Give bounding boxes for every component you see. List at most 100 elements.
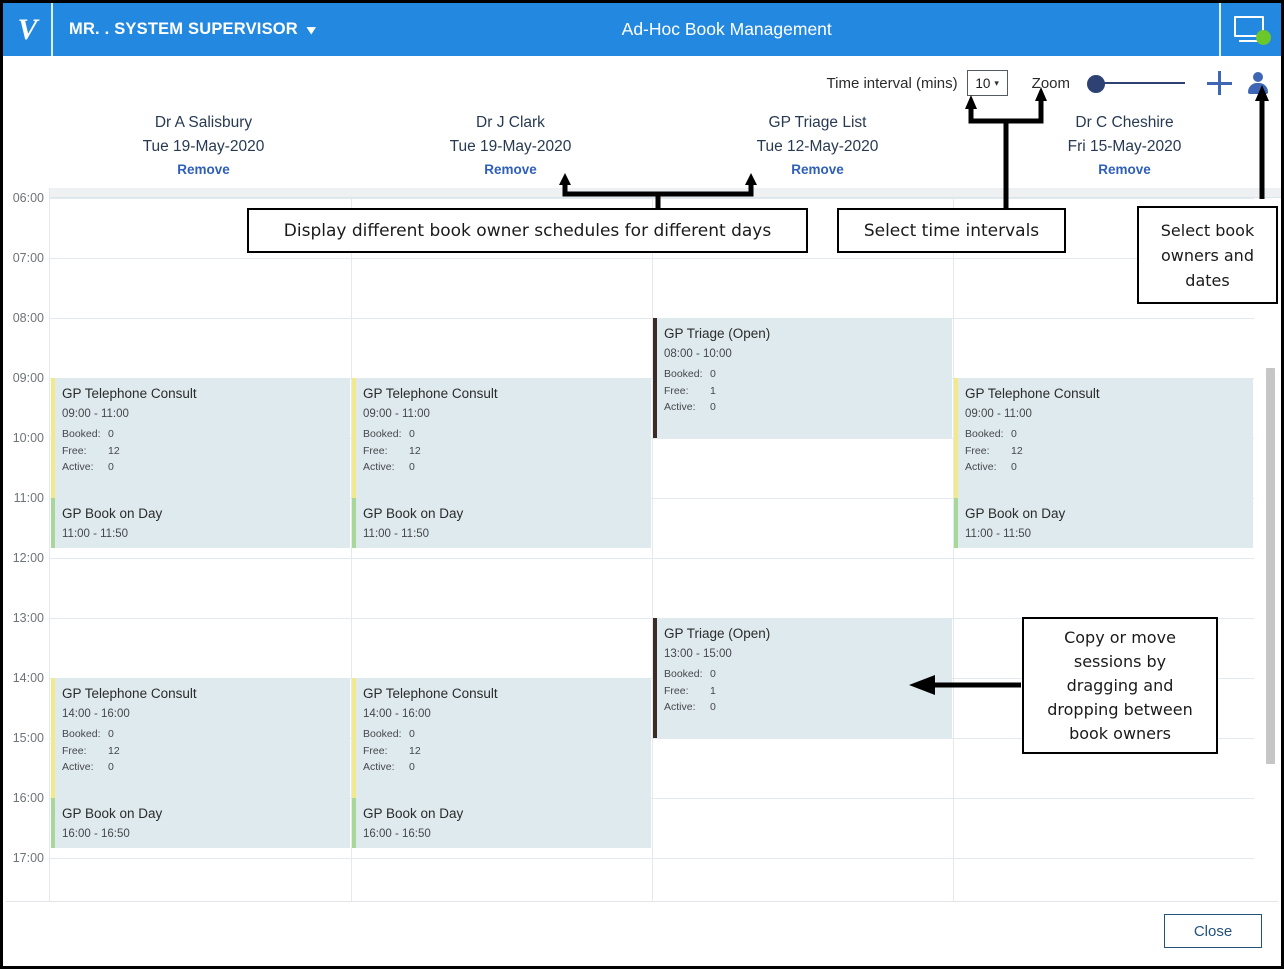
stat-key: Free:	[62, 444, 87, 457]
stat-value: 0	[409, 428, 415, 440]
close-button[interactable]: Close	[1164, 914, 1262, 948]
column-remove-link[interactable]: Remove	[1098, 162, 1151, 177]
time-label: 06:00	[12, 191, 44, 205]
session-stat-active: Active:0	[62, 459, 350, 476]
time-label: 10:00	[12, 431, 44, 445]
session-stat-free: Free: 12	[965, 443, 1253, 460]
session-type-bar	[954, 498, 958, 548]
time-interval-select[interactable]: 10 ▾	[966, 70, 1008, 96]
stat-value: 12	[1011, 444, 1023, 457]
session-title: GP Telephone Consult	[363, 386, 498, 401]
zoom-slider-track	[1097, 82, 1185, 84]
session-title: GP Book on Day	[965, 506, 1066, 521]
page-title: Ad-Hoc Book Management	[621, 19, 832, 39]
status-dot-icon	[1256, 29, 1271, 45]
session-type-bar	[653, 618, 657, 738]
time-label: 07:00	[12, 251, 44, 265]
session-time-range: 11:00 - 11:50	[62, 528, 129, 540]
stat-value: 0	[710, 668, 716, 680]
time-label: 15:00	[12, 731, 44, 745]
session-stat-free: Free:12	[363, 443, 651, 460]
stat-key: Active:	[363, 461, 395, 473]
user-menu[interactable]: MR. . SYSTEM SUPERVISOR ▾	[53, 20, 316, 39]
monitor-icon	[1234, 15, 1271, 45]
zoom-slider-handle[interactable]	[1087, 75, 1105, 93]
session-stat-booked: Booked:0	[363, 726, 651, 743]
dialog-footer: Close	[6, 901, 1278, 963]
stat-key: Active:	[965, 461, 997, 473]
stat-key: Active:	[664, 701, 696, 713]
session-stat-active: Active:0	[363, 459, 651, 476]
stat-key: Active:	[62, 761, 94, 773]
session-title: GP Book on Day	[62, 506, 163, 521]
stat-key: Booked:	[664, 368, 703, 380]
add-book-owner-button[interactable]	[1205, 68, 1235, 98]
session-stat-free: Free:12	[62, 743, 350, 760]
zoom-slider[interactable]	[1087, 72, 1185, 94]
time-label: 17:00	[12, 851, 44, 865]
session-title: GP Telephone Consult	[62, 386, 197, 401]
user-name-label: MR. . SYSTEM SUPERVISOR	[69, 20, 298, 38]
column-remove-link[interactable]: Remove	[791, 162, 844, 177]
title-bar: V MR. . SYSTEM SUPERVISOR ▾ Ad-Hoc Book …	[3, 3, 1281, 56]
session-stat-booked: Booked:0	[965, 426, 1253, 443]
person-icon[interactable]	[1247, 71, 1269, 95]
column-header-3: Dr C Cheshire Fri 15-May-2020 Remove	[971, 107, 1278, 187]
session-time-range: 16:00 - 16:50	[62, 828, 130, 840]
column-date: Tue 19-May-2020	[449, 138, 572, 155]
session-title: GP Book on Day	[363, 806, 464, 821]
time-label: 14:00	[12, 671, 44, 685]
column-owner-name: GP Triage List	[768, 114, 867, 131]
session-stat-booked: Booked: 0	[664, 366, 952, 383]
session-time-range: 11:00 - 11:50	[363, 528, 430, 540]
stat-value: 0	[1011, 428, 1017, 440]
session-block[interactable]: GP Book on Day 11:00 - 11:50	[51, 498, 350, 548]
column-remove-link[interactable]: Remove	[177, 162, 230, 177]
calendar-vertical-scrollbar[interactable]	[1266, 368, 1275, 764]
stat-value: 12	[409, 444, 421, 457]
stat-value: 0	[108, 761, 114, 773]
chevron-down-icon[interactable]: ▾	[306, 21, 316, 37]
session-stat-active: Active: 0	[62, 759, 350, 776]
session-stat-booked: Booked: 0	[363, 426, 651, 443]
column-remove-link[interactable]: Remove	[484, 162, 537, 177]
session-time-range: 09:00 - 11:00	[363, 408, 430, 420]
session-time-range: 09:00 - 11:00	[62, 408, 129, 420]
stat-key: Booked:	[363, 428, 402, 440]
stat-key: Free:	[363, 744, 388, 757]
session-title: GP Telephone Consult	[363, 686, 498, 701]
column-separator	[351, 198, 352, 906]
time-label: 16:00	[12, 791, 44, 805]
stat-value: 0	[710, 368, 716, 380]
stat-key: Free:	[965, 444, 990, 457]
time-label: 08:00	[12, 311, 44, 325]
session-stat-free: Free:12	[62, 443, 350, 460]
time-label: 09:00	[12, 371, 44, 385]
session-status-button[interactable]	[1221, 3, 1281, 56]
stat-value: 1	[710, 384, 716, 397]
session-title: GP Telephone Consult	[62, 686, 197, 701]
